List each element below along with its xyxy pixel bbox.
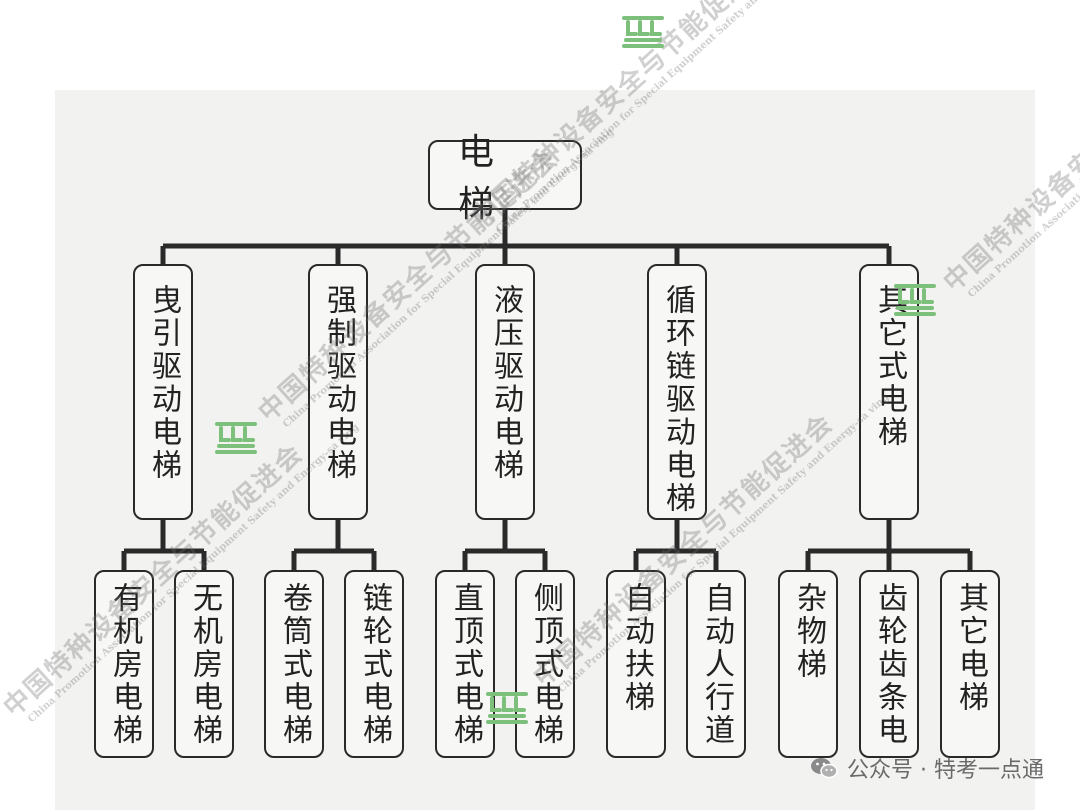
subtype-label: 侧顶式电梯 bbox=[528, 582, 563, 747]
subtype-node-moving-walk: 自动人行道 bbox=[686, 570, 746, 758]
root-node-elevator: 电 梯 bbox=[428, 132, 582, 225]
type-label: 曳引驱动电梯 bbox=[146, 284, 181, 482]
subtype-label: 直顶式电梯 bbox=[448, 582, 483, 747]
type-label: 循环链驱动电梯 bbox=[660, 284, 695, 515]
footer-text: 公众号 · 特考一点通 bbox=[847, 758, 1044, 783]
type-label: 强制驱动电梯 bbox=[321, 284, 356, 482]
subtype-node-other-elevator: 其它电梯 bbox=[940, 570, 1000, 758]
subtype-label: 链轮式电梯 bbox=[357, 582, 392, 747]
subtype-label: 自动人行道 bbox=[699, 582, 734, 747]
subtype-node-side-acting: 侧顶式电梯 bbox=[515, 570, 575, 758]
type-node-positive-drive: 强制驱动电梯 bbox=[308, 264, 368, 520]
type-label: 其它式电梯 bbox=[872, 284, 907, 449]
subtype-node-direct-acting: 直顶式电梯 bbox=[435, 570, 495, 758]
subtype-node-machine-roomless: 无机房电梯 bbox=[174, 570, 234, 758]
wechat-icon bbox=[811, 758, 838, 779]
subtype-label: 有机房电梯 bbox=[107, 582, 142, 747]
subtype-label: 杂物梯 bbox=[791, 582, 826, 681]
subtype-node-machine-room: 有机房电梯 bbox=[94, 570, 154, 758]
subtype-node-drum: 卷筒式电梯 bbox=[264, 570, 324, 758]
wechat-account-footer: 公众号 · 特考一点通 bbox=[809, 752, 1044, 784]
type-node-circulating-chain: 循环链驱动电梯 bbox=[647, 264, 707, 520]
subtype-label: 齿轮齿条电 bbox=[872, 582, 907, 747]
subtype-label: 其它电梯 bbox=[953, 582, 988, 714]
subtype-node-dumbwaiter: 杂物梯 bbox=[778, 570, 838, 758]
subtype-label: 无机房电梯 bbox=[187, 582, 222, 747]
subtype-node-escalator: 自动扶梯 bbox=[606, 570, 666, 758]
type-node-hydraulic: 液压驱动电梯 bbox=[475, 264, 535, 520]
type-label: 液压驱动电梯 bbox=[488, 284, 523, 482]
root-label: 电 梯 bbox=[458, 132, 523, 225]
subtype-label: 卷筒式电梯 bbox=[277, 582, 312, 747]
type-node-traction: 曳引驱动电梯 bbox=[133, 264, 193, 520]
type-node-other: 其它式电梯 bbox=[859, 264, 919, 520]
subtype-node-rack-pinion: 齿轮齿条电 bbox=[859, 570, 919, 758]
subtype-label: 自动扶梯 bbox=[619, 582, 654, 714]
subtype-node-sprocket: 链轮式电梯 bbox=[344, 570, 404, 758]
